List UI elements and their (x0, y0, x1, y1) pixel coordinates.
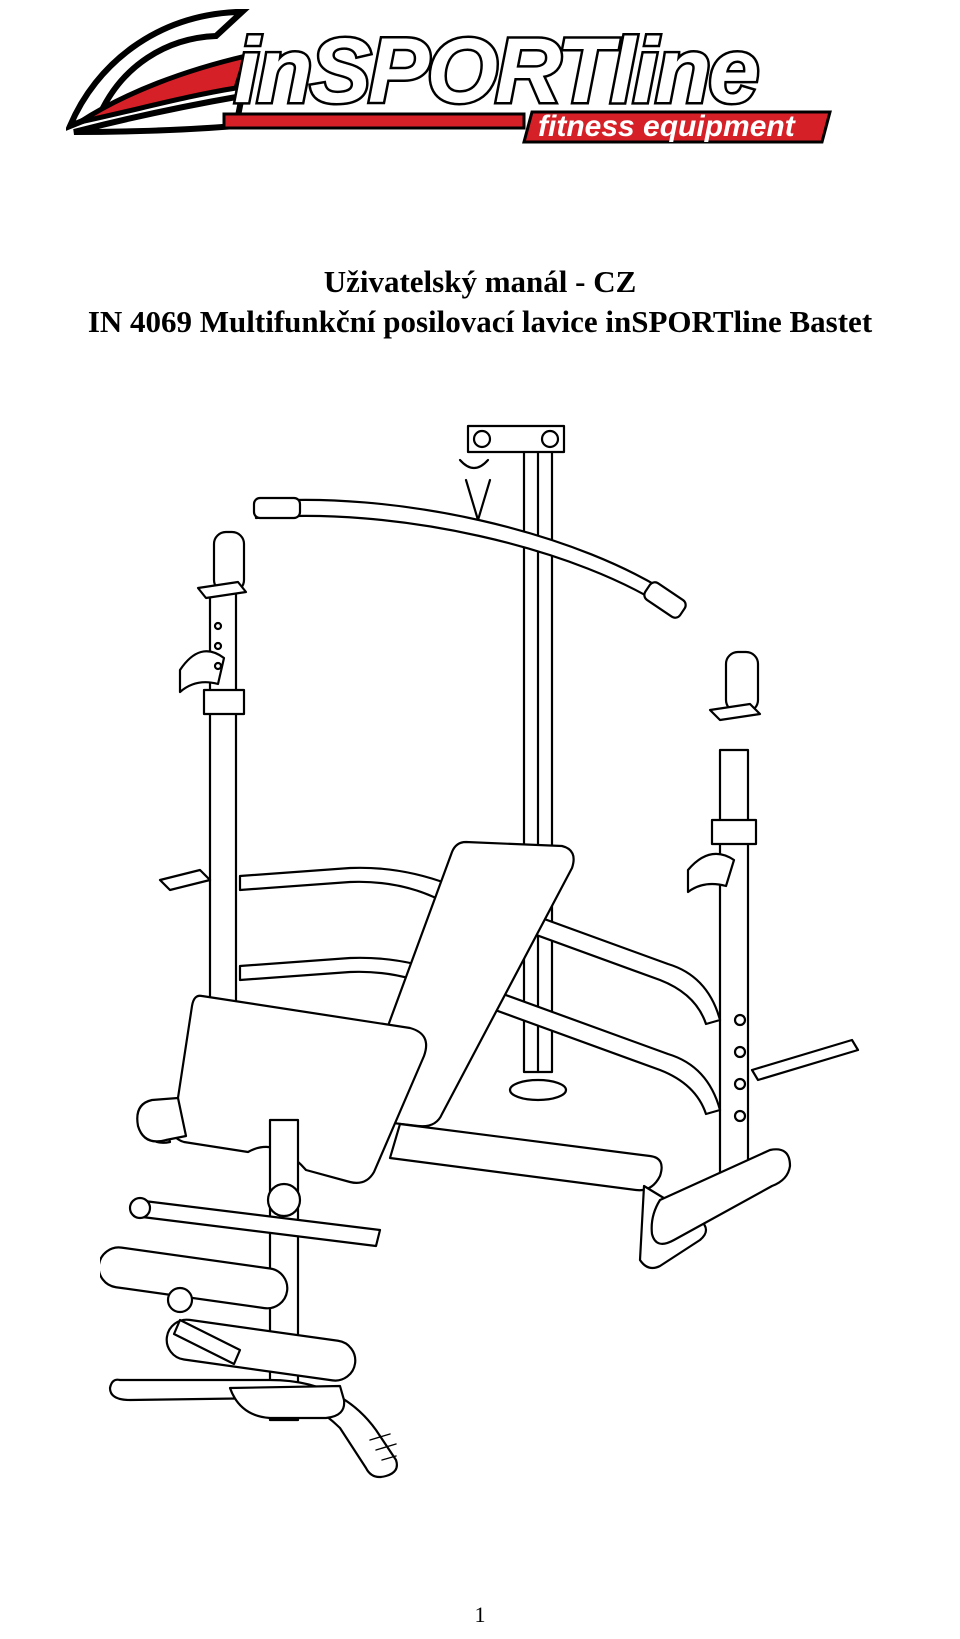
logo-swoosh-icon (66, 9, 250, 135)
bench-frame-rear (388, 1122, 663, 1192)
title-line-product: IN 4069 Multifunkční posilovací lavice i… (87, 304, 873, 339)
page-number: 1 (474, 1602, 486, 1627)
front-leg-assembly (100, 1118, 398, 1479)
document-title: Uživatelský manál - CZ IN 4069 Multifunk… (0, 262, 960, 342)
right-base (650, 1148, 792, 1245)
insportline-logo: inSPORTline fitness equipment (66, 9, 832, 144)
seat-pad (172, 994, 428, 1184)
logo-tagline: fitness equipment (538, 110, 797, 143)
lat-bar (254, 498, 684, 616)
logo-tagline-bar (522, 110, 832, 144)
title-line-manual: Uživatelský manál - CZ (323, 264, 637, 299)
left-foot-cap (136, 1096, 188, 1143)
left-upright (158, 530, 248, 1012)
weight-bench-drawing-icon (100, 424, 860, 1479)
right-upright (686, 650, 860, 1192)
logo-wordmark: inSPORTline (234, 20, 757, 122)
lat-tower (458, 424, 568, 1102)
